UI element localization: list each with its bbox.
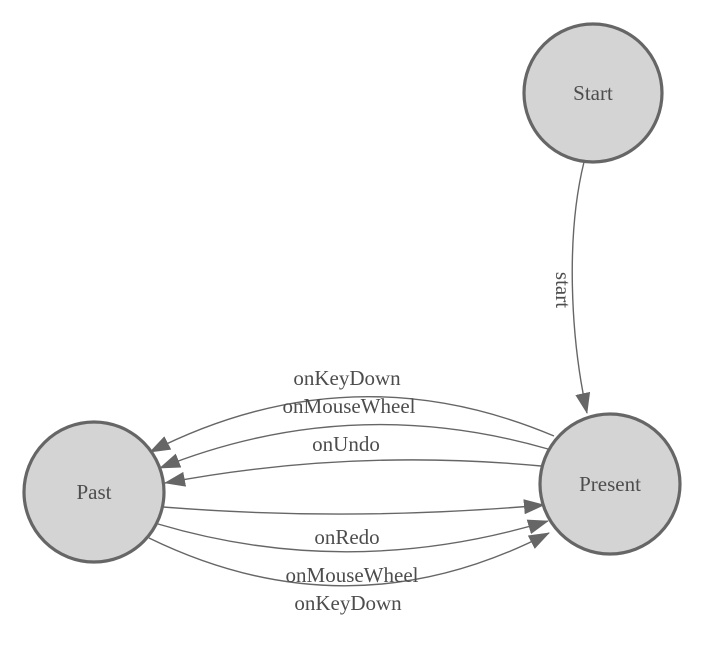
node-start: Start — [522, 22, 664, 164]
edge-label-onundo: onUndo — [312, 432, 380, 456]
edge-past-to-present-onkeydown — [148, 532, 550, 587]
edge-past-to-present-onmousewheel — [157, 519, 549, 553]
edge-start-to-present — [571, 161, 591, 414]
node-present-circle — [538, 412, 682, 556]
edge-label-onmousewheel-top: onMouseWheel — [283, 394, 416, 418]
edge-label-onkeydown-bottom: onKeyDown — [294, 591, 402, 615]
edge-present-to-past-onkeydown — [149, 396, 555, 453]
node-present-label: Present — [579, 472, 641, 496]
edges-layer — [148, 161, 591, 587]
edge-label-onredo: onRedo — [314, 525, 379, 549]
node-past-label: Past — [76, 480, 111, 504]
edge-past-to-present-onredo — [162, 499, 545, 515]
node-present: Present — [538, 412, 682, 556]
edge-present-to-past-onmousewheel — [159, 423, 549, 469]
edge-label-onkeydown-top: onKeyDown — [293, 366, 401, 390]
edge-present-to-past-onundo — [164, 459, 542, 487]
node-past-circle — [22, 420, 166, 564]
edge-label-onmousewheel-bottom: onMouseWheel — [286, 563, 419, 587]
node-start-label: Start — [573, 81, 613, 105]
edge-label-start: start — [551, 272, 575, 308]
node-past: Past — [22, 420, 166, 564]
edge-labels-layer: start onKeyDown onMouseWheel onUndo onRe… — [283, 272, 575, 615]
node-start-circle — [522, 22, 664, 164]
